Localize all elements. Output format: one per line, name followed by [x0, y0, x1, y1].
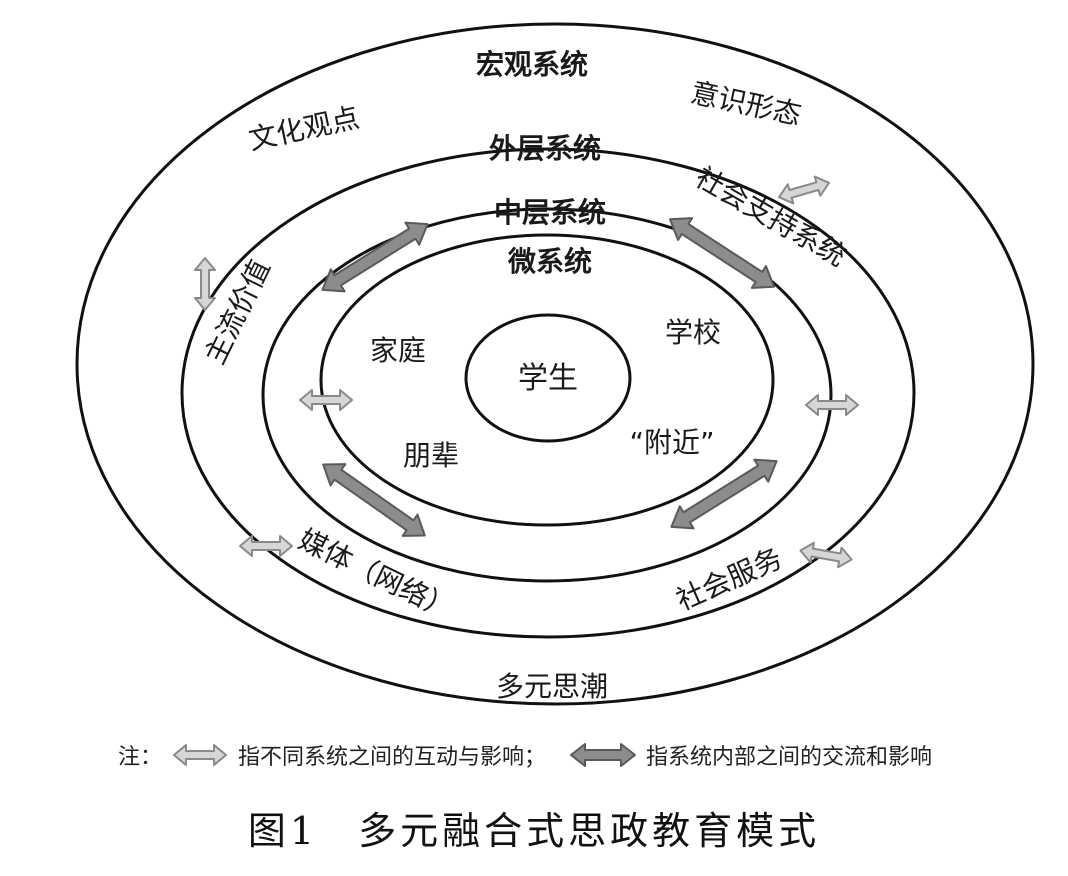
legend-light-arrow-desc: 指不同系统之间的互动与影响； [238, 745, 547, 770]
micro-item-nearby: “附近” [629, 426, 714, 459]
light-double-arrow-icon [775, 172, 833, 208]
dark-double-arrow-icon [663, 449, 785, 539]
exo-bottom-left-label: 媒体（网络） [293, 523, 458, 626]
light-double-arrow-icon [173, 744, 228, 766]
figure-caption: 图1 多元融合式思政教育模式 [0, 800, 1068, 855]
macro-system-ring [75, 22, 1035, 706]
light-double-arrow-icon [194, 257, 216, 311]
center-ring [464, 313, 632, 443]
macro-right-label: 意识形态 [688, 76, 804, 132]
center-student-label: 学生 [518, 361, 578, 396]
legend-note: 注： 指不同系统之间的互动与影响； 指系统内部之间的交流和影响 [118, 735, 1038, 775]
micro-system-title: 微系统 [507, 245, 592, 278]
light-double-arrow-icon [239, 535, 293, 557]
macro-system-title: 宏观系统 [476, 48, 588, 81]
exo-system-ring [180, 147, 916, 639]
micro-system-ring [319, 233, 775, 527]
macro-bottom-label: 多元思潮 [496, 670, 608, 703]
figure-title: 多元融合式思政教育模式 [358, 809, 821, 853]
figure-number: 图1 [247, 809, 319, 853]
dark-double-arrow-icon [570, 743, 637, 767]
exo-system-title: 外层系统 [489, 132, 601, 165]
micro-item-family: 家庭 [370, 334, 426, 367]
ecological-systems-diagram: 宏观系统 文化观点 意识形态 多元思潮 外层系统 主流价值 社会支持系统 媒体（… [75, 22, 1035, 706]
legend-prefix: 注： [118, 745, 163, 770]
micro-item-peers: 朋辈 [403, 439, 459, 472]
meso-system-title: 中层系统 [494, 196, 606, 229]
legend-dark-arrow-desc: 指系统内部之间的交流和影响 [646, 745, 933, 770]
micro-item-school: 学校 [665, 316, 721, 349]
macro-left-label: 文化观点 [246, 101, 362, 157]
meso-system-ring [261, 207, 833, 583]
